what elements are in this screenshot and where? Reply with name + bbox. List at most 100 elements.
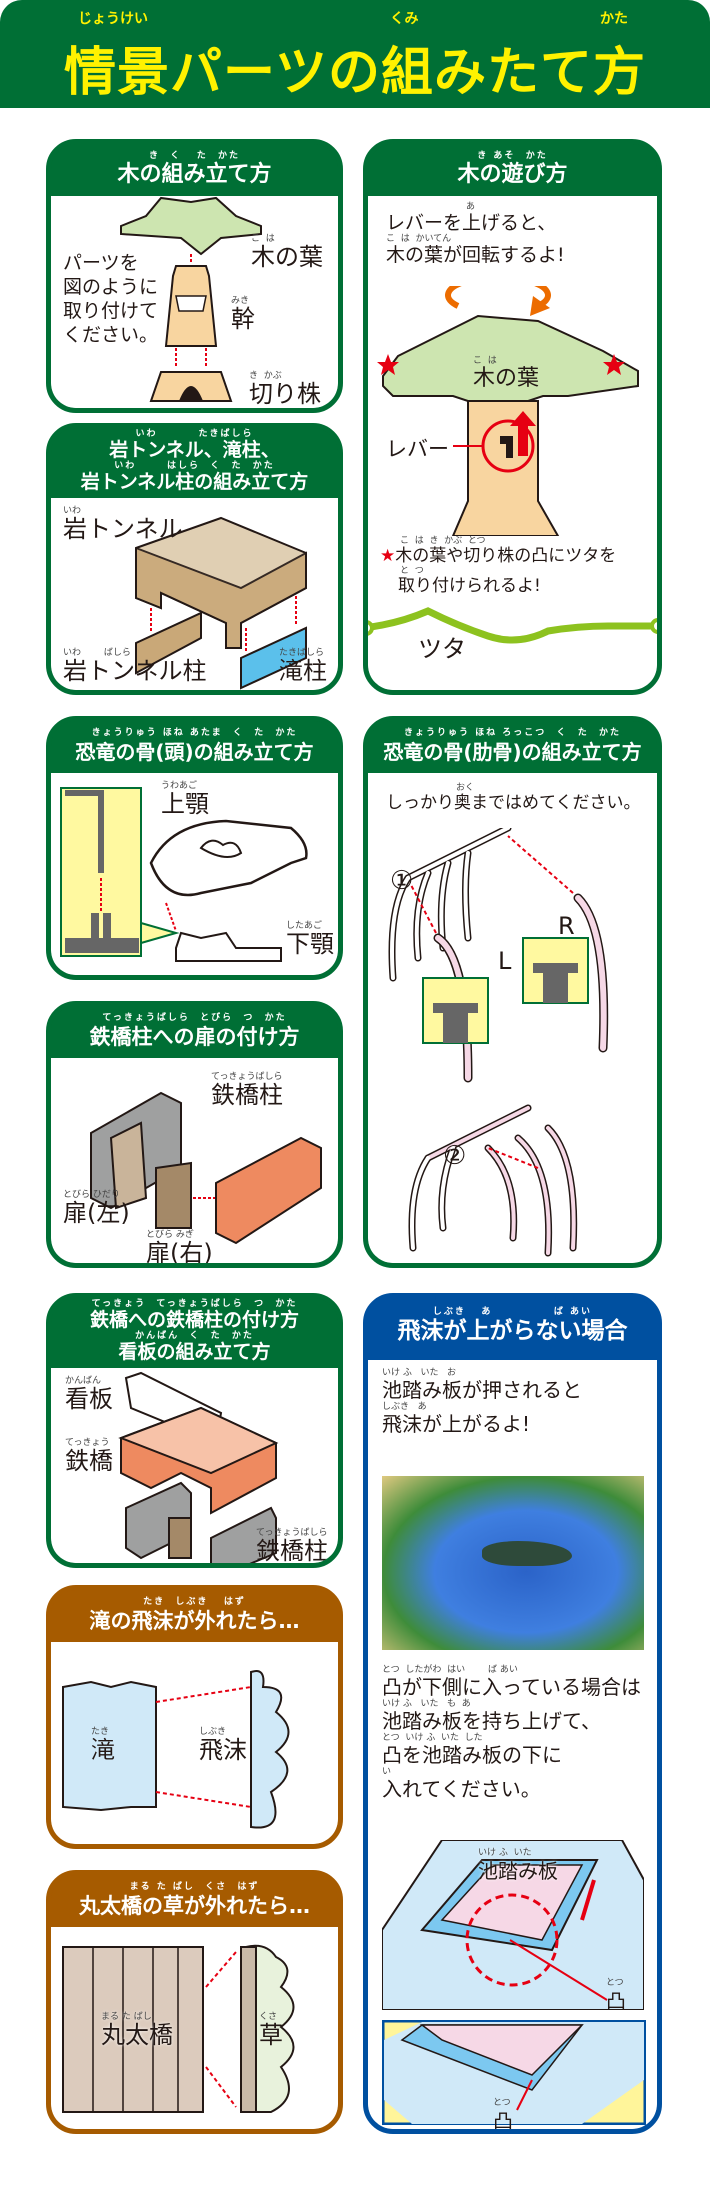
panel-dino-ribs: きょうりゅう ほね ろっこつ く た かた恐竜の骨(肋骨)の組み立て方 おくしっ… bbox=[363, 716, 662, 1268]
ruby-text: こ は き かぶ とつ bbox=[400, 536, 486, 546]
label-text: 池踏み板 bbox=[478, 1859, 558, 1883]
panel-title: 木の遊び方 bbox=[457, 162, 568, 187]
label-sign: かんばん看板 bbox=[65, 1376, 113, 1412]
label-text: レバー bbox=[386, 437, 449, 461]
ruby-text: しぶき あ bbox=[382, 1402, 427, 1412]
step-number: ② bbox=[443, 1141, 467, 1171]
ruby-text: い bbox=[382, 1767, 392, 1777]
instruction-line: 図のように bbox=[63, 276, 159, 298]
ruby-text: あ bbox=[466, 202, 476, 212]
label-text: 丸太橋 bbox=[101, 2021, 173, 2049]
ruby-text: とつ したがわ はい ば あい bbox=[382, 1665, 518, 1675]
ribs-illustration bbox=[388, 828, 609, 1257]
label-text: 扉(右) bbox=[146, 1239, 213, 1267]
star-icon: ★ bbox=[380, 546, 396, 566]
panel-title: 滝の飛沫が外れたら… bbox=[89, 1609, 300, 1633]
panel-title-ruby: てっきょう てっきょうばしら つ かた bbox=[91, 1299, 298, 1309]
label-bump-closeup: とつ凸 bbox=[493, 2098, 513, 2129]
label-rock-tunnel-pillar: いわ ばしら岩トンネル柱 bbox=[63, 648, 207, 684]
rock-tunnel-illustration bbox=[135, 516, 307, 690]
ruby-text: いわ bbox=[63, 506, 82, 516]
panel-title-ruby: いわ たきばしら bbox=[135, 429, 254, 439]
tree-play-illustration bbox=[377, 286, 639, 536]
crocodile-figure bbox=[482, 1541, 572, 1566]
ruby-text: とつ bbox=[493, 2098, 511, 2108]
vine-note: こ は き かぶ とつ ★木の葉や切り株の凸にツタを と つ 取り付けられるよ! bbox=[380, 536, 616, 596]
ruby-text: とびら ひだり bbox=[63, 1190, 120, 1200]
label-bump: とつ凸 bbox=[606, 1978, 626, 2014]
label-text: 岩トンネル bbox=[63, 515, 183, 543]
ruby-text: いけ ふ いた も あ bbox=[382, 1699, 471, 1709]
panel-title: 看板の組み立て方 bbox=[118, 1341, 271, 1363]
label-text: 鉄橋柱 bbox=[211, 1081, 283, 1109]
ruby-text: こ は bbox=[473, 356, 497, 366]
label-text: 鉄橋 bbox=[65, 1447, 113, 1475]
splash-fix-instruction: とつ したがわ はい ば あい 凸が下側に入っている場合は いけ ふ いた も … bbox=[382, 1665, 641, 1801]
label-text: 扉(左) bbox=[63, 1199, 130, 1227]
ruby-text: と つ bbox=[400, 566, 424, 576]
panel-title: 飛沫が上がらない場合 bbox=[397, 1318, 628, 1344]
ruby-text: とつ いけ ふ いた した bbox=[382, 1733, 483, 1743]
panel-title-ruby: まる た ばし くさ はず bbox=[129, 1882, 260, 1892]
panel-bridge-sign: てっきょう てっきょうばしら つ かた 鉄橋への鉄橋柱の付け方 かんばん く た… bbox=[46, 1293, 343, 1568]
ruby-text: いけ ふ いた bbox=[478, 1848, 532, 1858]
page-title: 情景パーツの組みたて方 bbox=[64, 43, 646, 103]
panel-tree-assembly: き く た かた木の組み立て方 パーツを 図のように 取り付けて ください。 こ… bbox=[46, 139, 343, 413]
instruction-line: パーツを bbox=[63, 252, 139, 274]
panel-title-ruby: き く た かた bbox=[149, 151, 240, 161]
panel-title: 鉄橋への鉄橋柱の付け方 bbox=[89, 1309, 299, 1331]
panel-title: 恐竜の骨(頭)の組み立て方 bbox=[75, 740, 314, 764]
label-bridge-pillar: てっきょうばしら鉄橋柱 bbox=[256, 1528, 328, 1565]
label-lower-jaw: したあご下顎 bbox=[286, 921, 334, 957]
label-text: 木の葉 bbox=[473, 366, 540, 391]
step-number: ① bbox=[390, 866, 414, 896]
instruction-line: ください。 bbox=[63, 324, 159, 346]
label-upper-jaw: うわあご上顎 bbox=[161, 781, 209, 817]
ruby-text: じょうけい bbox=[78, 11, 148, 27]
label-text: 岩トンネル柱 bbox=[63, 657, 207, 685]
text-line: 池踏み板が押されると bbox=[382, 1378, 582, 1402]
label-pond-plate: いけ ふ いた池踏み板 bbox=[478, 1848, 558, 1884]
ruby-text: たきばしら bbox=[279, 648, 325, 658]
ruby-text: たき bbox=[91, 1727, 110, 1737]
ruby-text: くみ bbox=[390, 11, 419, 27]
label-text: 上顎 bbox=[161, 790, 209, 818]
ruby-text: てっきょう bbox=[65, 1438, 110, 1448]
label-text: ツタ bbox=[418, 635, 466, 663]
text-line: 凸を池踏み板の下に bbox=[382, 1743, 562, 1767]
label-text: 凸 bbox=[606, 1989, 626, 2013]
note-line: 取り付けられるよ! bbox=[398, 576, 541, 596]
note-line: 木の葉や切り株の凸にツタを bbox=[395, 546, 617, 566]
panel-title: 岩トンネル、滝柱、 bbox=[109, 439, 280, 461]
step-1: ① bbox=[390, 868, 413, 894]
ruby-text: かんばん bbox=[65, 1376, 102, 1386]
panel-tree-play: き あそ かた木の遊び方 あ レバーを上げると、 こ は かいてん 木の葉が回転… bbox=[363, 139, 662, 695]
ruby-text: おく bbox=[456, 783, 475, 793]
ruby-text: てっきょうばしら bbox=[211, 1072, 283, 1082]
label-leaves: こ は木の葉 bbox=[473, 356, 539, 392]
panel-title-ruby: しぶき あ ば あい bbox=[432, 1307, 593, 1317]
panel-splash-off: たき しぶき はず滝の飛沫が外れたら… たき滝 しぶき飛沫 bbox=[46, 1585, 343, 1849]
label-waterfall: たき滝 bbox=[91, 1727, 115, 1763]
pond-plate-illustration bbox=[382, 1840, 644, 2010]
ruby-text: こ は かいてん bbox=[386, 234, 452, 244]
label-log-bridge: まる た ばし丸太橋 bbox=[101, 2012, 173, 2048]
label-lever: レバー bbox=[386, 436, 449, 462]
text-line: 凸が下側に入っている場合は bbox=[382, 1675, 641, 1699]
label-text: 滝柱 bbox=[279, 657, 327, 685]
panel-title-ruby: き あそ かた bbox=[477, 151, 548, 161]
panel-title: 鉄橋柱への扉の付け方 bbox=[89, 1025, 300, 1049]
text-line: 入れてください。 bbox=[382, 1777, 541, 1801]
panel-title: 恐竜の骨(肋骨)の組み立て方 bbox=[383, 740, 642, 764]
label-right: R bbox=[558, 913, 575, 939]
ruby-text: いわ ばしら bbox=[63, 648, 131, 658]
label-text: 滝 bbox=[91, 1736, 115, 1764]
page-header: じょうけい くみ かた 情景パーツの組みたて方 bbox=[0, 0, 710, 108]
label-text: 飛沫 bbox=[199, 1736, 247, 1764]
splash-illustration bbox=[62, 1670, 290, 1829]
label-text: 鉄橋柱 bbox=[256, 1537, 328, 1565]
tree-parts-illustration bbox=[120, 196, 262, 402]
label-text: 木の葉 bbox=[251, 243, 323, 271]
ruby-text: とつ bbox=[606, 1978, 624, 1988]
vine-illustration bbox=[368, 607, 657, 644]
